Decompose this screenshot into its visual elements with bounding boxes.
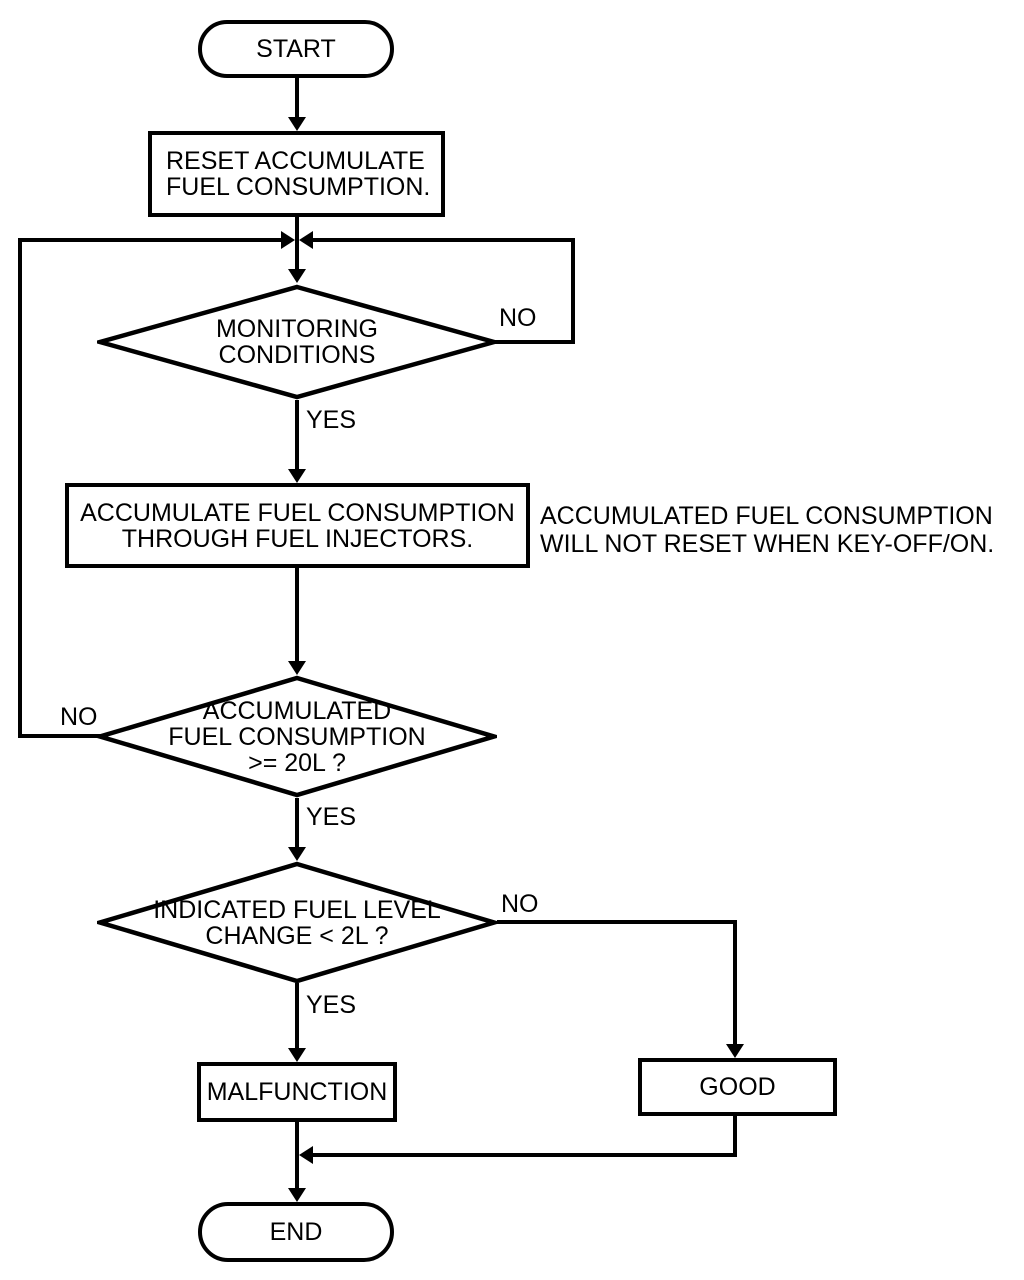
label-fuel-level-no: NO: [501, 890, 539, 918]
edge-malfunction-to-end: [295, 1122, 299, 1190]
edge-fuel-level-yes: [295, 983, 299, 1050]
node-start-label: START: [256, 35, 336, 63]
decision-accumulated-check-shape: [97, 675, 497, 798]
node-accumulate-label: ACCUMULATE FUEL CONSUMPTION THROUGH FUEL…: [80, 498, 515, 553]
edge-fuel-level-no-horizontal: [497, 920, 737, 924]
arrowhead-into-end: [288, 1188, 306, 1202]
loop-accumulated-no-vertical: [18, 238, 22, 738]
label-monitoring-no: NO: [499, 304, 537, 332]
annotation-key-off-note: ACCUMULATED FUEL CONSUMPTION WILL NOT RE…: [540, 502, 995, 558]
loop-accumulated-no-horizontal: [18, 734, 102, 738]
node-reset-label: RESET ACCUMULATE FUEL CONSUMPTION.: [166, 147, 431, 201]
junction-line-left: [18, 238, 281, 242]
node-end-label: END: [269, 1218, 323, 1246]
edge-reset-to-monitoring: [295, 217, 299, 270]
arrowhead-into-monitoring: [288, 269, 306, 283]
edge-good-down: [733, 1116, 737, 1157]
node-monitoring-conditions: MONITORING CONDITIONS: [97, 284, 497, 400]
loop-monitoring-no-horizontal: [495, 340, 575, 344]
decision-fuel-level-check-shape: [97, 861, 497, 984]
arrowhead-into-fuel-level-check: [288, 847, 306, 861]
label-monitoring-yes: YES: [306, 406, 357, 434]
arrowhead-merge-before-end: [299, 1146, 313, 1164]
arrowhead-into-accumulated-check: [288, 661, 306, 675]
edge-accumulate-to-check: [295, 568, 299, 663]
label-accumulated-yes: YES: [306, 803, 357, 831]
node-accumulate-fuel-consumption: ACCUMULATE FUEL CONSUMPTION THROUGH FUEL…: [65, 483, 530, 568]
arrowhead-into-accumulate: [288, 469, 306, 483]
arrowhead-into-malfunction: [288, 1048, 306, 1062]
arrowhead-into-reset: [288, 117, 306, 131]
edge-good-to-merge: [313, 1153, 737, 1157]
arrowhead-into-good: [726, 1044, 744, 1058]
node-good: GOOD: [638, 1058, 837, 1116]
monitoring-conditions-label: MONITORING CONDITIONS: [215, 315, 379, 369]
node-end: END: [198, 1202, 394, 1262]
edge-fuel-level-no-vertical: [733, 920, 737, 1046]
loop-monitoring-no-vertical: [571, 238, 575, 344]
node-malfunction-label: MALFUNCTION: [206, 1078, 388, 1106]
label-fuel-level-yes: YES: [306, 991, 357, 1019]
decision-monitoring-conditions-shape: [97, 284, 497, 400]
arrowhead-junction-right: [299, 231, 313, 249]
junction-line-right: [313, 238, 575, 242]
node-good-label: GOOD: [699, 1073, 776, 1101]
arrowhead-junction-left: [281, 231, 295, 249]
label-accumulated-no: NO: [60, 703, 98, 731]
node-start: START: [198, 20, 394, 78]
node-accumulated-check: ACCUMULATED FUEL CONSUMPTION >= 20L ?: [97, 675, 497, 798]
node-fuel-level-check: INDICATED FUEL LEVEL CHANGE < 2L ?: [97, 861, 497, 984]
edge-start-to-reset: [295, 78, 299, 119]
node-reset-accumulate-fuel: RESET ACCUMULATE FUEL CONSUMPTION.: [148, 131, 445, 217]
edge-monitoring-yes: [295, 400, 299, 472]
edge-accumulated-yes: [295, 798, 299, 849]
fuel-level-check-label: INDICATED FUEL LEVEL CHANGE < 2L ?: [153, 895, 441, 950]
node-malfunction: MALFUNCTION: [197, 1062, 397, 1122]
accumulated-check-label: ACCUMULATED FUEL CONSUMPTION >= 20L ?: [168, 696, 426, 777]
